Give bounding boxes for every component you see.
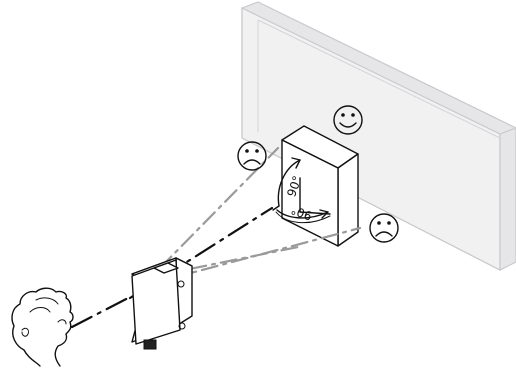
ear-line (21, 327, 29, 337)
target-box-side (337, 153, 359, 247)
sensor-device (131, 257, 193, 350)
eye-line (57, 319, 67, 325)
sensor-screw-top (177, 280, 185, 288)
beam-left-misaligned (158, 146, 280, 270)
vertical-angle-label: 90° (284, 174, 304, 199)
background-wall (241, 1, 516, 271)
hair-line (29, 307, 51, 313)
wall-side-face (499, 127, 516, 271)
horizontal-angle-label: 90° (289, 203, 314, 223)
sensor-screw-bottom (178, 322, 186, 330)
sensor-lens (153, 262, 179, 274)
wall-front-face (241, 7, 501, 271)
frown-face-icon (369, 213, 399, 243)
observer-head-icon (11, 287, 74, 367)
frown-face-icon (237, 141, 267, 171)
head-outline (11, 287, 74, 367)
sensor-connector (143, 339, 157, 350)
horizontal-angle-arc (276, 209, 329, 219)
hair-line (35, 297, 59, 305)
sight-line (70, 294, 134, 329)
horizontal-angle-arrow (319, 209, 329, 219)
vertical-angle-arc (277, 159, 301, 207)
horizontal-angle-arc-outer (275, 211, 331, 224)
vertical-angle-tick (272, 205, 280, 211)
wall-inner-line (257, 19, 501, 139)
angle-indicator: 90° 90° (272, 157, 331, 224)
smiley-face-icon (333, 105, 363, 135)
vertical-angle-arrow (291, 157, 301, 169)
